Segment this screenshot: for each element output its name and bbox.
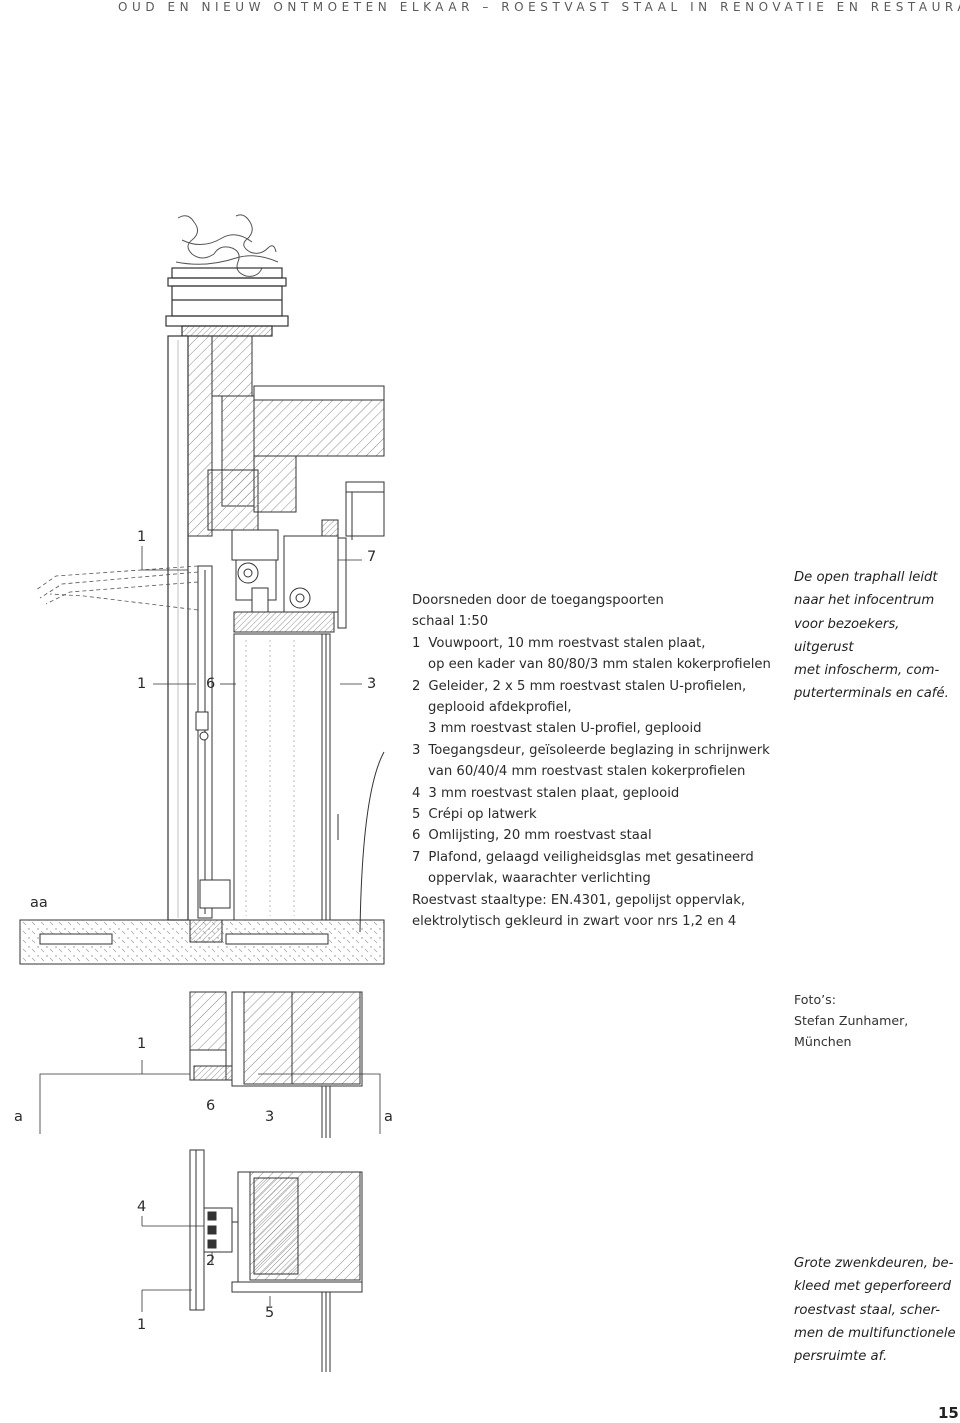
legend-list: 1 Vouwpoort, 10 mm roestvast stalen plaat… [412,633,772,890]
legend-item-continuation: geplooid afdekprofiel, [428,700,572,716]
side-note-top-line: naar het infocentrum [794,593,935,609]
side-note-top-line: met infoscherm, com- [794,663,940,679]
legend-item-number: 2 [412,678,421,694]
legend-item-text: Vouwpoort, 10 mm roestvast stalen plaat, [428,635,706,651]
side-note-bottom-line: persruimte af. [794,1349,888,1365]
drawing-caption: Doorsneden door de toegangspoorten schaa… [412,590,772,933]
side-note-bottom-line: kleed met geperforeerd [794,1279,951,1295]
photo-credit: Foto’s: Stefan Zunhamer, München [794,989,960,1052]
side-note-bottom: Grote zwenkdeuren, be- kleed met geperfo… [794,1252,956,1368]
legend-item: 5 Crépi op latwerk [412,804,772,825]
section-line-aa [39,1060,381,1134]
side-note-bottom-line: roestvast staal, scher- [794,1302,941,1318]
running-header: OUD EN NIEUW ONTMOETEN ELKAAR – ROESTVAS… [118,0,960,14]
folding-door [195,565,231,919]
plan-leaders [141,1216,271,1312]
ceiling-slab [253,385,385,540]
legend-item-text: 3 mm roestvast stalen plaat, geplooid [428,785,680,801]
section-drawing [19,214,385,965]
legend-item: 1 Vouwpoort, 10 mm roestvast stalen plaat… [412,633,772,654]
side-note-bottom-line: Grote zwenkdeuren, be- [794,1256,954,1271]
mechanism-head [231,519,347,633]
legend-item-number: 3 [412,742,421,758]
wall-masonry [187,335,259,537]
plan-section-a-right: a [384,1109,393,1125]
callout-1-left: 1 [137,676,147,692]
legend-item-number: 6 [412,828,421,844]
legend-item: 2 Geleider, 2 x 5 mm roestvast stalen U-p… [412,676,772,697]
plan-section-a-left: a [14,1109,23,1125]
page-number: 15 [938,1404,959,1422]
caption-scale: schaal 1:50 [412,614,489,630]
door-swing-lines [35,565,199,611]
side-note-bottom-line: men de multifunctionele [794,1325,956,1341]
callout-1-top: 1 [137,529,147,545]
side-note-top-line: voor bezoekers, uitgerust [794,616,900,655]
caption-footer-line-1: Roestvast staaltype: EN.4301, gepolijst … [412,892,746,908]
caption-title: Doorsneden door de toegangspoorten [412,593,664,608]
plan-callout-1: 1 [137,1036,147,1052]
legend-item-continuation: van 60/40/4 mm roestvast stalen kokerpro… [428,764,746,780]
column-capital [165,267,289,337]
floor [19,919,385,965]
legend-item-continuation: oppervlak, waarachter verlichting [428,871,651,887]
plan-callout-5: 5 [265,1305,275,1321]
plan-callout-4: 4 [137,1199,147,1215]
glazed-door [233,633,331,921]
side-note-top: De open traphall leidt naar het infocent… [794,566,960,706]
plan-callout-1-bottom: 1 [137,1317,147,1333]
callout-3: 3 [367,676,377,692]
legend-item: 3 Toegangsdeur, geïsoleerde beglazing in … [412,740,772,761]
legend-item: 4 3 mm roestvast stalen plaat, geplooid [412,783,772,804]
legend-item-text: Omlijsting, 20 mm roestvast staal [428,828,652,844]
legend-item-continuation: op een kader van 80/80/3 mm stalen koker… [428,657,771,673]
photo-credit-label: Foto’s: [794,992,836,1007]
plan-callout-6: 6 [206,1098,216,1114]
callout-7: 7 [367,549,377,565]
plan-callout-2: 2 [206,1253,216,1269]
legend-item-number: 4 [412,785,421,801]
plan-callout-3: 3 [265,1109,275,1125]
callout-6: 6 [206,676,216,692]
legend-item-number: 5 [412,807,421,823]
statue-sketch [175,214,279,277]
legend-item-text: Geleider, 2 x 5 mm roestvast stalen U-pr… [428,678,747,694]
section-leaders [141,546,362,685]
legend-item-continuation: 3 mm roestvast stalen U-profiel, geplooi… [428,721,702,737]
plan-drawing [39,991,381,1372]
legend-item-text: Plafond, gelaagd veiligheidsglas met ges… [428,849,754,865]
legend-item-text: Crépi op latwerk [428,807,537,823]
legend-item-number: 7 [412,849,421,865]
section-label-aa: aa [30,895,48,911]
legend-item-number: 1 [412,635,421,651]
caption-footer-line-2: elektrolytisch gekleurd in zwart voor nr… [412,914,737,930]
photo-credit-name: Stefan Zunhamer, München [794,1013,909,1049]
legend-item: 6 Omlijsting, 20 mm roestvast staal [412,825,772,846]
legend-item-text: Toegangsdeur, geïsoleerde beglazing in s… [428,742,770,758]
legend-item: 7 Plafond, gelaagd veiligheidsglas met ge… [412,847,772,868]
side-note-top-line: De open traphall leidt [794,570,938,585]
side-note-top-line: puterterminals en café. [794,686,949,702]
